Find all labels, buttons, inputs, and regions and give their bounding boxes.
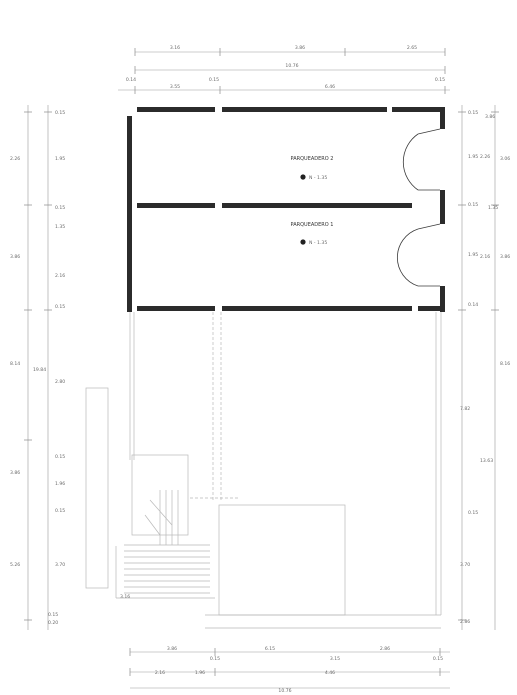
right-dim-1: 0.15 <box>468 110 478 116</box>
left-dim-12: 0.15 <box>55 454 65 460</box>
top-dim-1: 3.16 <box>170 45 180 51</box>
level-marker-icon <box>300 239 306 245</box>
room-labels: PARQUEADERO 2 N - 1.35 PARQUEADERO 1 N -… <box>291 156 334 246</box>
top-dimensions: 3.16 3.86 2.65 10.76 0.14 3.55 0.15 6.46… <box>118 45 450 94</box>
parking-walls <box>127 107 445 312</box>
left-dim-6: 3.86 <box>10 254 20 260</box>
right-dim-8: 1.95 <box>468 252 478 258</box>
left-dim-9: 8.14 <box>10 361 20 367</box>
top-dim-5: 3.55 <box>170 84 180 90</box>
bottom-dim-8: 1.96 <box>195 670 205 676</box>
left-dim-4: 0.15 <box>55 205 65 211</box>
doors <box>397 128 441 287</box>
right-dim-15: 0.15 <box>468 510 478 516</box>
left-dim-5: 1.35 <box>55 224 65 230</box>
level-marker-icon <box>300 174 306 180</box>
right-dim-11: 0.14 <box>468 302 478 308</box>
right-dim-17: 2.86 <box>460 619 470 625</box>
left-dim-1: 0.15 <box>55 110 65 116</box>
right-dim-4: 2.26 <box>480 154 490 160</box>
left-dim-2: 2.26 <box>10 156 20 162</box>
right-dim-12: 8.16 <box>500 361 510 367</box>
left-dim-14: 0.15 <box>55 508 65 514</box>
right-dim-16: 3.70 <box>460 562 470 568</box>
left-dim-18: 0.20 <box>48 620 58 626</box>
left-dim-total: 19.84 <box>33 367 46 373</box>
bottom-dim-3: 6.15 <box>265 646 275 652</box>
bottom-dim-5: 2.86 <box>380 646 390 652</box>
top-dim-6: 0.15 <box>209 77 219 83</box>
top-dim-8: 0.15 <box>435 77 445 83</box>
top-dim-7: 6.46 <box>325 84 335 90</box>
left-dim-15: 5.26 <box>10 562 20 568</box>
right-dim-7: 1.35 <box>488 205 498 211</box>
left-dim-16: 3.70 <box>55 562 65 568</box>
left-dim-13: 1.96 <box>55 481 65 487</box>
stair-dim: 3.16 <box>120 594 130 600</box>
room-name-parqueadero-2: PARQUEADERO 2 <box>291 156 334 162</box>
left-dim-3: 1.95 <box>55 156 65 162</box>
top-dim-2: 3.86 <box>295 45 305 51</box>
room-level-parqueadero-2: N - 1.35 <box>309 175 327 181</box>
right-dim-10: 2.16 <box>480 254 490 260</box>
bottom-dim-2: 0.15 <box>210 656 220 662</box>
right-dim-6: 0.15 <box>468 202 478 208</box>
bottom-dim-6: 0.15 <box>433 656 443 662</box>
right-dim-9: 3.86 <box>500 254 510 260</box>
bottom-dim-7: 2.16 <box>155 670 165 676</box>
left-dim-7: 2.16 <box>55 273 65 279</box>
room-name-parqueadero-1: PARQUEADERO 1 <box>291 222 334 228</box>
left-dimensions: 0.15 2.26 1.95 0.15 1.35 3.86 2.16 0.15 … <box>10 105 65 630</box>
left-dim-8: 0.15 <box>55 304 65 310</box>
left-dim-10: 2.80 <box>55 379 65 385</box>
bottom-dim-4: 3.15 <box>330 656 340 662</box>
bottom-dim-total: 10.76 <box>278 688 291 694</box>
top-dim-3: 2.65 <box>407 45 417 51</box>
lower-plan-linework <box>85 312 442 629</box>
right-dim-5: 3.06 <box>500 156 510 162</box>
left-dim-17: 0.15 <box>48 612 58 618</box>
right-dim-14: 13.63 <box>480 458 493 464</box>
bottom-dimensions: 3.86 0.15 6.15 3.15 2.86 0.15 2.16 1.96 … <box>129 646 450 694</box>
top-dim-4: 0.14 <box>126 77 136 83</box>
bottom-dim-9: 4.46 <box>325 670 335 676</box>
top-dim-total: 10.76 <box>285 63 298 69</box>
left-dim-11: 3.86 <box>10 470 20 476</box>
room-level-parqueadero-1: N - 1.35 <box>309 240 327 246</box>
stair <box>124 490 210 594</box>
right-dim-2: 3.86 <box>485 114 495 120</box>
right-dim-3: 1.95 <box>468 154 478 160</box>
right-dim-13: 7.82 <box>460 406 470 412</box>
right-dimensions: 0.15 3.86 1.95 2.26 3.06 0.15 1.35 1.95 … <box>458 105 510 630</box>
bottom-dim-1: 3.86 <box>167 646 177 652</box>
